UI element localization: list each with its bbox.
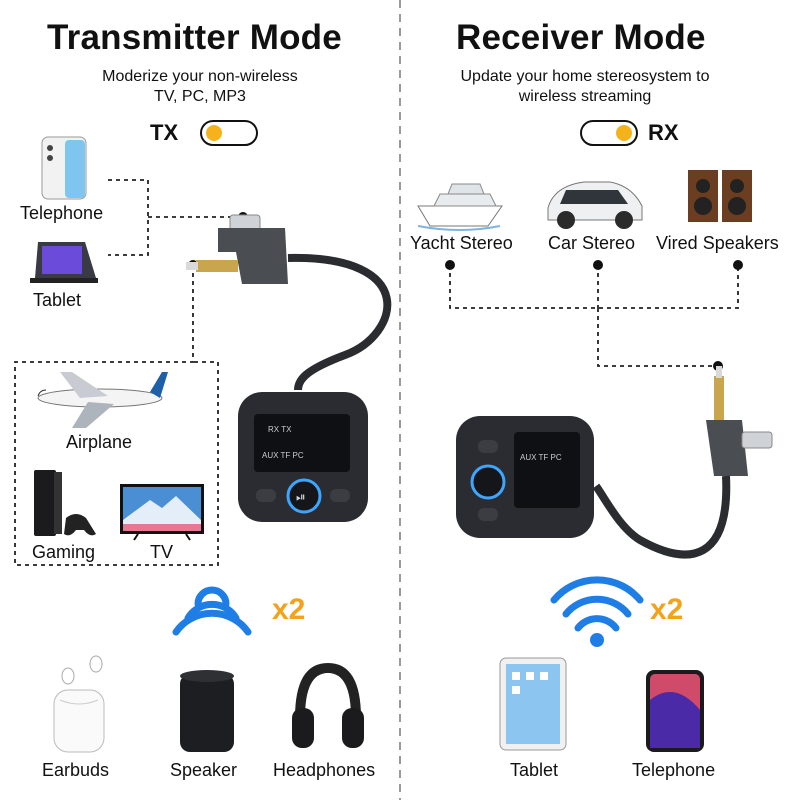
transmitter-title: Transmitter Mode	[47, 18, 342, 57]
dot	[445, 260, 455, 270]
svg-text:⏯: ⏯	[296, 490, 306, 504]
telephone-label: Telephone	[20, 203, 104, 223]
rx-cable	[592, 475, 731, 559]
rx-device: AUX TF PC	[456, 416, 594, 538]
svg-text:RX TX: RX TX	[268, 425, 292, 434]
telephone-image	[41, 136, 87, 200]
tv-label: TV	[150, 542, 174, 562]
wired-speakers-image	[688, 170, 752, 222]
rx-switch-label: RX	[648, 120, 679, 145]
wifi-dot	[590, 633, 604, 647]
tx-switch-label: TX	[150, 120, 179, 145]
subtitle-line: Moderize your non-wireless	[102, 68, 298, 85]
subtitle-line: TV, PC, MP3	[154, 88, 246, 105]
subtitle-line: Update your home stereosystem to	[460, 68, 710, 85]
toggle-knob	[616, 125, 632, 141]
tx-adapter	[186, 214, 288, 284]
receiver-title: Receiver Mode	[456, 18, 706, 57]
subtitle-line: wireless streaming	[518, 88, 652, 105]
dot	[733, 260, 743, 270]
rx-telephone-label: Telephone	[632, 760, 716, 780]
car-stereo-label: Car Stereo	[548, 233, 636, 253]
telephone-image	[646, 670, 704, 752]
svg-text:AUX TF PC: AUX TF PC	[262, 451, 304, 460]
tablet-label: Tablet	[33, 290, 82, 310]
gaming-console-image	[34, 470, 96, 536]
car-image	[547, 181, 643, 229]
rx-toggle[interactable]	[580, 120, 638, 146]
svg-text:AUX TF PC: AUX TF PC	[520, 453, 562, 462]
tx-cable	[287, 253, 392, 391]
tv-image	[120, 484, 204, 541]
headphones-label: Headphones	[273, 760, 376, 780]
earbuds-label: Earbuds	[42, 760, 110, 780]
tablet-image	[499, 657, 567, 751]
tx-device: RX TX AUX TF PC ⏯	[238, 392, 368, 522]
earbuds-image	[53, 655, 105, 753]
speaker-label: Speaker	[170, 760, 238, 780]
transmitter-subtitle: Moderize your non-wireless TV, PC, MP3	[60, 67, 340, 107]
toggle-knob	[206, 125, 222, 141]
rx-multiplier: x2	[650, 593, 684, 626]
gaming-label: Gaming	[32, 542, 96, 562]
airplane-label: Airplane	[66, 432, 133, 452]
wired-speakers-label: Vired Speakers	[656, 233, 779, 253]
headphones-image	[292, 662, 364, 748]
rx-target-lines	[449, 265, 739, 367]
airplane-image	[37, 372, 168, 428]
yacht-image	[417, 183, 503, 231]
tx-multiplier: x2	[272, 593, 306, 626]
rx-adapter	[706, 366, 773, 476]
tablet-image	[30, 242, 98, 283]
wifi-icon	[172, 586, 252, 636]
wifi-icon	[550, 576, 644, 632]
receiver-subtitle: Update your home stereosystem to wireles…	[420, 67, 750, 107]
speaker-image	[180, 670, 234, 752]
rx-tablet-label: Tablet	[510, 760, 559, 780]
tx-source-lines	[14, 179, 243, 566]
dot	[593, 260, 603, 270]
tx-toggle[interactable]	[200, 120, 258, 146]
yacht-stereo-label: Yacht Stereo	[410, 233, 513, 253]
